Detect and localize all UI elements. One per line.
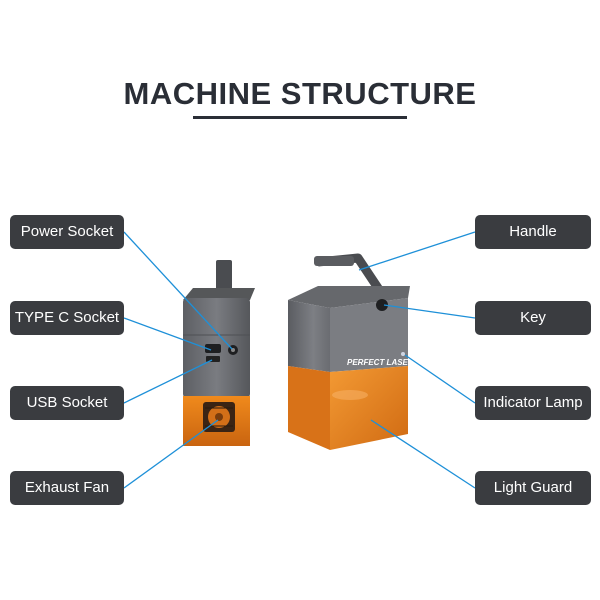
light-guard — [330, 366, 408, 450]
label-exhaust-fan: Exhaust Fan — [10, 471, 124, 505]
label-handle: Handle — [475, 215, 591, 249]
leader-handle — [358, 231, 476, 271]
label-type-c-socket: TYPE C Socket — [10, 301, 124, 335]
machine-side-view — [183, 260, 255, 446]
label-indicator-lamp: Indicator Lamp — [475, 386, 591, 420]
leader-light-guard — [370, 419, 476, 489]
indicator-lamp-dot — [401, 352, 405, 356]
label-key: Key — [475, 301, 591, 335]
brand-text: PERFECT LASER — [347, 358, 414, 367]
usb-port — [206, 356, 220, 362]
title-underline — [193, 116, 407, 119]
machine-front-view: PERFECT LASER — [288, 253, 414, 450]
type-c-port — [205, 344, 221, 353]
leader-indicator — [404, 354, 476, 404]
label-usb-socket: USB Socket — [10, 386, 124, 420]
key-switch — [376, 299, 388, 311]
leader-key — [383, 304, 476, 319]
leader-power-socket — [123, 231, 233, 350]
leader-fan — [123, 419, 219, 489]
leader-usb — [123, 359, 213, 404]
label-power-socket: Power Socket — [10, 215, 124, 249]
leader-lines — [123, 231, 476, 489]
page-title: MACHINE STRUCTURE — [123, 76, 477, 111]
front-housing — [330, 298, 408, 372]
leader-type-c — [123, 317, 212, 351]
label-light-guard: Light Guard — [475, 471, 591, 505]
side-handle — [216, 260, 232, 296]
